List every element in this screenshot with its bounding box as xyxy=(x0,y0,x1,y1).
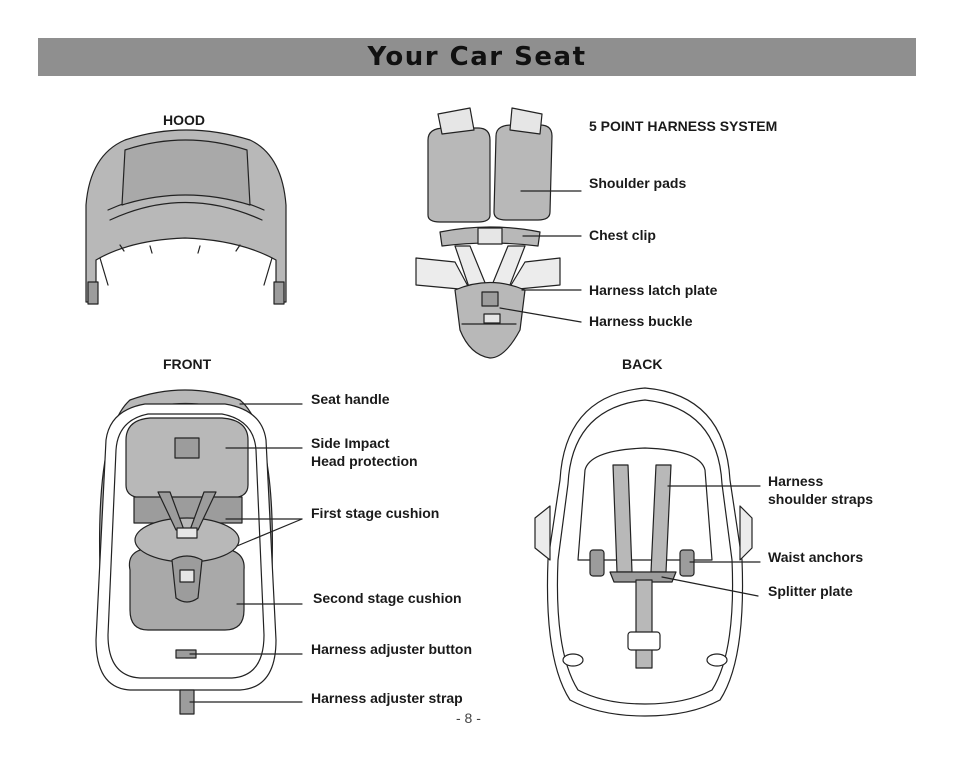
label-splitter-plate: Splitter plate xyxy=(768,583,853,599)
label-chest-clip: Chest clip xyxy=(589,227,656,243)
section-label-hood: HOOD xyxy=(163,112,205,128)
back-leader-lines xyxy=(661,485,761,597)
label-harness-adjuster-strap: Harness adjuster strap xyxy=(311,690,463,706)
harness-leader-lines xyxy=(499,190,582,323)
back-seat-illustration xyxy=(534,387,753,717)
label-side-impact-line2: Head protection xyxy=(311,453,418,469)
harness-illustration xyxy=(415,107,561,359)
label-harness-latch-plate: Harness latch plate xyxy=(589,282,718,298)
label-shoulder-pads: Shoulder pads xyxy=(589,175,687,191)
page-number: - 8 - xyxy=(456,710,481,726)
label-second-stage-cushion: Second stage cushion xyxy=(313,590,462,606)
label-seat-handle: Seat handle xyxy=(311,391,390,407)
page-title: Your Car Seat xyxy=(367,42,587,72)
front-seat-illustration xyxy=(95,389,277,715)
label-harness-buckle: Harness buckle xyxy=(589,313,693,329)
label-first-stage-cushion: First stage cushion xyxy=(311,505,440,521)
section-label-back: BACK xyxy=(622,356,663,372)
title-bar: Your Car Seat xyxy=(38,38,916,76)
label-shoulder-straps-line2: shoulder straps xyxy=(768,491,874,507)
section-label-front: FRONT xyxy=(163,356,212,372)
hood-illustration xyxy=(85,129,287,305)
label-waist-anchors: Waist anchors xyxy=(768,549,864,565)
front-leader-lines xyxy=(189,403,303,703)
label-shoulder-straps-line1: Harness xyxy=(768,473,824,489)
label-harness-adjuster-button: Harness adjuster button xyxy=(311,641,473,657)
label-side-impact-line1: Side Impact xyxy=(311,435,390,451)
section-label-harness: 5 POINT HARNESS SYSTEM xyxy=(589,118,778,134)
